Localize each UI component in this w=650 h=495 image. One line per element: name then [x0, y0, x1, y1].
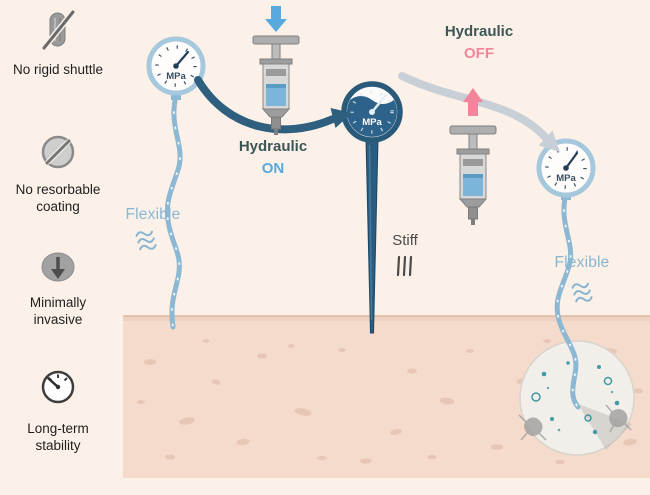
flexible-wave-icon-right [571, 282, 593, 303]
sidebar-label-minimally-invasive: Minimally invasive [29, 295, 87, 328]
pressure-gauge-right [536, 138, 596, 200]
flexible-probe-right [554, 191, 581, 410]
release-up-arrow-icon [463, 88, 483, 116]
no-resorbable-coating-icon [41, 135, 75, 169]
transition-arrow-off [398, 72, 560, 152]
cell-ring-icons [531, 376, 613, 422]
minimally-invasive-icon [41, 252, 75, 282]
flexible-probe-left [164, 93, 183, 330]
gauge-unit-left: MPa [166, 71, 186, 82]
transition-arrow-on [194, 76, 352, 134]
neuron-icons [518, 404, 632, 441]
stiff-bars-icon [396, 255, 413, 277]
probe-shadow-wedge [578, 404, 632, 450]
syringe-off [449, 125, 497, 226]
no-rigid-shuttle-icon [41, 10, 76, 50]
pressure-gauge-left [146, 36, 206, 100]
hydraulic-on-label: Hydraulic ON [219, 136, 327, 180]
flexible-wave-icon [135, 230, 157, 251]
sidebar-label-long-term-stability: Long-term stability [27, 421, 89, 454]
cell-icons [541, 361, 620, 435]
gauge-unit-middle: MPa [362, 117, 382, 128]
stability-gauge-icon [41, 370, 75, 404]
hydraulic-on-state: ON [261, 159, 285, 177]
gauge-liquid-fill [347, 96, 398, 137]
tissue-speckles [137, 339, 643, 465]
hydraulic-off-state: OFF [464, 44, 494, 62]
gauge-unit-right: MPa [556, 173, 576, 184]
syringe-on [252, 35, 300, 136]
pressure-gauge-middle [341, 81, 403, 143]
tissue-zoom-inset [518, 340, 635, 456]
hydraulic-on-line1: Hydraulic [238, 138, 308, 155]
press-down-arrow-icon [265, 6, 287, 32]
flexible-label-right: Flexible [554, 254, 610, 271]
hydraulic-off-label: Hydraulic OFF [425, 21, 533, 65]
sidebar-label-no-resorbable-coating: No resorbable coating [15, 182, 101, 215]
gauge-needle [370, 93, 388, 114]
gauge-needle [174, 50, 190, 68]
flexible-label-left: Flexible [125, 206, 181, 223]
hydraulic-off-line1: Hydraulic [444, 23, 514, 40]
stiff-label: Stiff [392, 232, 418, 249]
gauge-needle [564, 151, 579, 170]
sidebar-label-no-rigid-shuttle: No rigid shuttle [12, 62, 104, 77]
